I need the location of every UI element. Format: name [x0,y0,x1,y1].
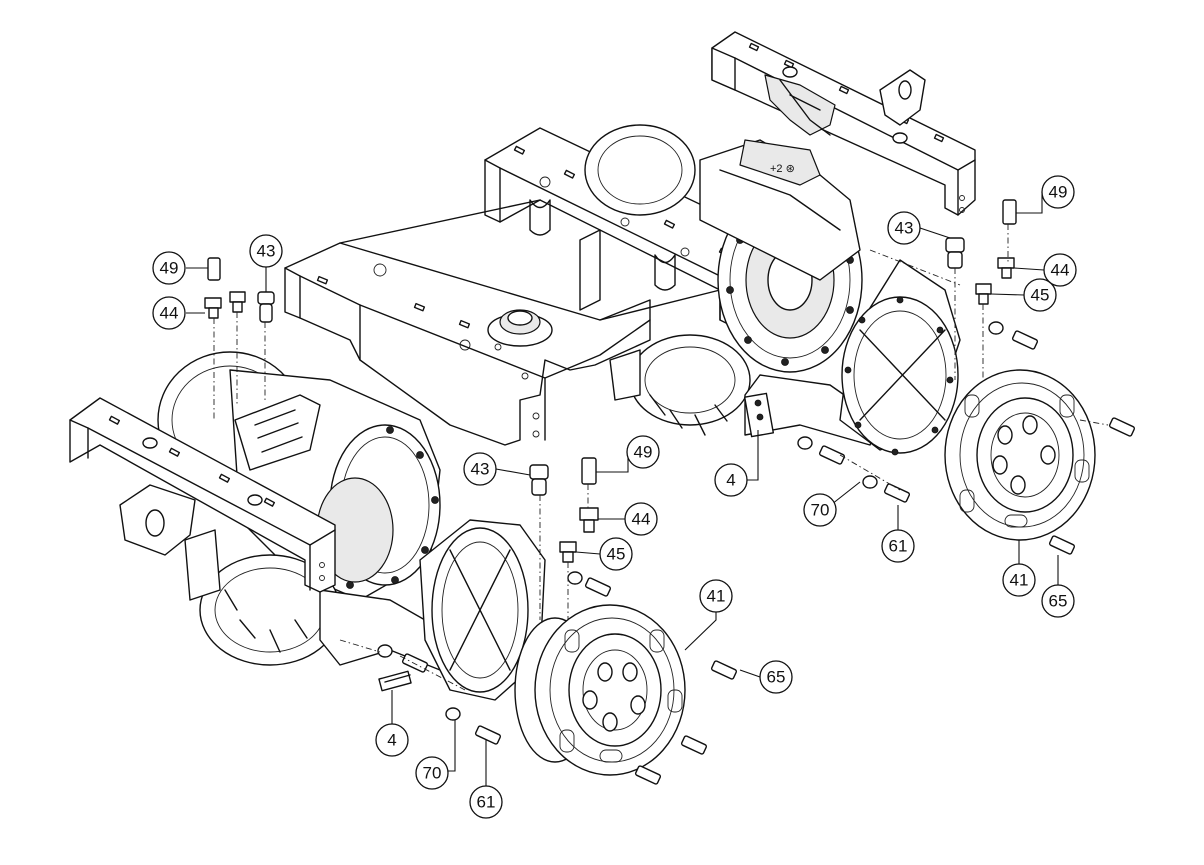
callout-label: 45 [607,545,626,564]
front-axle-housing [419,519,546,701]
callout-label: 70 [811,501,830,520]
callout-70-a: 70 [803,493,837,527]
rear-drive-unit: +2 ⊛ [584,124,881,446]
callout-70-b: 70 [415,756,449,790]
callout-label: 49 [1049,183,1068,202]
callout-label: 41 [1010,571,1029,590]
callout-43-b: 43 [887,211,921,245]
callout-label: 45 [1031,286,1050,305]
callout-label: 4 [387,731,396,750]
callout-41-a: 41 [699,579,733,613]
callout-61-a: 61 [881,529,915,563]
callout-label: 41 [707,587,726,606]
callout-label: 70 [423,764,442,783]
callout-label: 61 [889,537,908,556]
bogie-frame [284,127,776,446]
callout-4-b: 4 [375,723,409,757]
callout-61-b: 61 [469,785,503,819]
callout-label: 49 [160,259,179,278]
callout-label: 65 [767,668,786,687]
callout-label: 4 [726,471,735,490]
callout-label: 65 [1049,592,1068,611]
callout-label: 44 [1051,261,1070,280]
callout-49-b: 49 [1041,175,1075,209]
bolts-and-washers [339,417,1136,785]
callout-65-a: 65 [759,660,793,694]
callout-label: 43 [257,242,276,261]
callout-label: 43 [471,460,490,479]
rear-axle-housing [839,259,961,456]
fittings-left [204,257,275,420]
callout-43-a: 43 [249,234,283,268]
callout-44-c: 44 [624,502,658,536]
callout-49-c: 49 [626,435,660,469]
rear-transverse-beam [711,31,976,216]
callout-label: 44 [160,304,179,323]
rear-bearing-cover [944,369,1096,541]
fittings-right [869,199,1039,380]
callout-44-b: 44 [1043,253,1077,287]
callout-label: 44 [632,510,651,529]
callout-44-a: 44 [152,296,186,330]
callout-65-b: 65 [1041,584,1075,618]
callout-label: 43 [895,219,914,238]
frame-marking: +2 ⊛ [770,163,795,175]
front-transverse-beam [69,397,336,593]
callout-43-c: 43 [463,452,497,486]
callout-label: 49 [634,443,653,462]
callout-4-a: 4 [714,463,748,497]
callout-49-a: 49 [152,251,186,285]
callout-45-c: 45 [599,537,633,571]
callout-45-b: 45 [1023,278,1057,312]
fittings-center [529,457,612,620]
front-bearing-cover [514,604,686,776]
callout-label: 61 [477,793,496,812]
callout-41-b: 41 [1002,563,1036,597]
